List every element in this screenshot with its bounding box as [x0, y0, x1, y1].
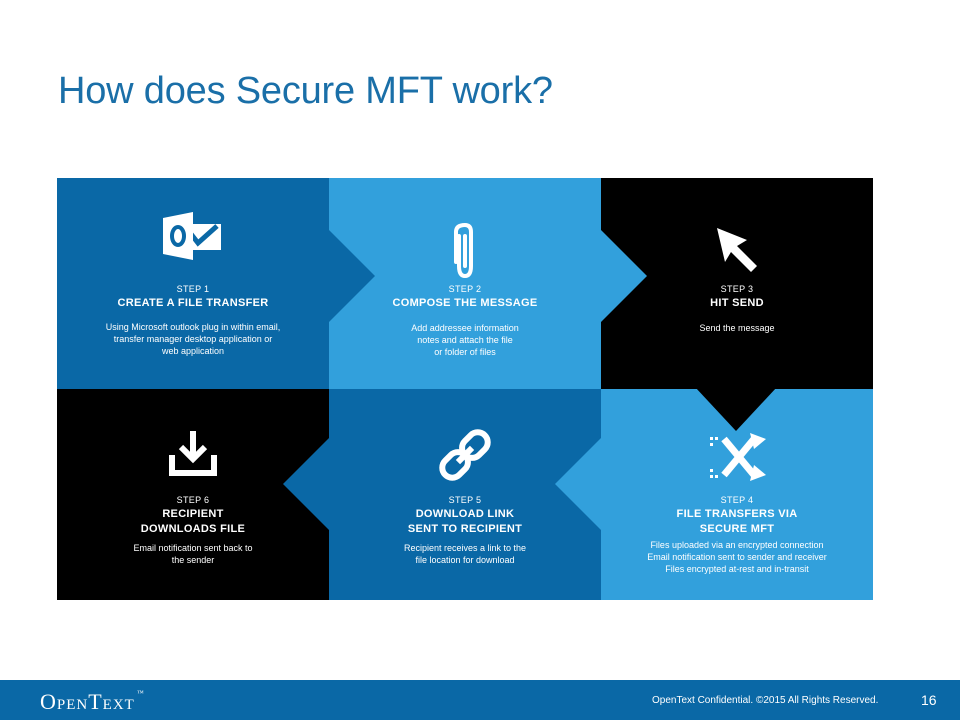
step1-content: STEP 1 CREATE A FILE TRANSFER Using Micr…	[57, 178, 329, 389]
step2-desc-line3: or folder of files	[434, 347, 496, 357]
shuffle-transfer-icon	[710, 433, 766, 481]
step5-heading-line2: SENT TO RECIPIENT	[407, 523, 523, 535]
step4-desc-line2: Email notification sent to sender and re…	[647, 552, 827, 562]
page-number: 16	[921, 692, 937, 708]
step2-desc-line2: notes and attach the file	[417, 335, 513, 345]
step5-heading: DOWNLOAD LINK SENT TO RECIPIENT	[329, 507, 601, 537]
step4-content: STEP 4 FILE TRANSFERS VIA SECURE MFT Fil…	[601, 389, 873, 600]
step2-heading: COMPOSE THE MESSAGE	[329, 296, 601, 311]
step1-description: Using Microsoft outlook plug in within e…	[83, 321, 303, 357]
step6-heading: RECIPIENT DOWNLOADS FILE	[57, 507, 329, 537]
step6-number: STEP 6	[176, 495, 210, 505]
step4-heading: FILE TRANSFERS VIA SECURE MFT	[601, 507, 873, 537]
step1-desc-line3: web application	[161, 346, 225, 356]
step3-heading-line1: HIT SEND	[710, 297, 764, 309]
step3-desc-line1: Send the message	[699, 323, 775, 333]
step5-content: STEP 5 DOWNLOAD LINK SENT TO RECIPIENT R…	[329, 389, 601, 600]
step6-heading-line2: DOWNLOADS FILE	[140, 523, 246, 535]
step4-number: STEP 4	[720, 495, 754, 505]
step5-number: STEP 5	[448, 495, 482, 505]
step6-desc-line1: Email notification sent back to	[133, 543, 253, 553]
step1-number: STEP 1	[176, 284, 210, 294]
logo-trademark: ™	[136, 689, 145, 697]
slide-title: How does Secure MFT work?	[58, 70, 553, 112]
step1-heading-line1: CREATE A FILE TRANSFER	[117, 297, 269, 309]
step3-content: STEP 3 HIT SEND Send the message	[601, 178, 873, 389]
download-icon	[169, 431, 217, 476]
step4-heading-line1: FILE TRANSFERS VIA	[676, 508, 798, 520]
step1-desc-line2: transfer manager desktop application or	[113, 334, 273, 344]
step5-desc-line1: Recipient receives a link to the	[403, 543, 527, 553]
paperclip-icon	[454, 222, 473, 279]
step2-description: Add addressee information notes and atta…	[355, 322, 575, 358]
step1-heading: CREATE A FILE TRANSFER	[57, 296, 329, 311]
process-grid: STEP 1 CREATE A FILE TRANSFER Using Micr…	[57, 178, 873, 600]
step2-number: STEP 2	[448, 284, 482, 294]
step5-description: Recipient receives a link to the file lo…	[355, 542, 575, 566]
step4-description: Files uploaded via an encrypted connecti…	[607, 539, 867, 575]
confidential-notice: OpenText Confidential. ©2015 All Rights …	[652, 695, 879, 706]
step6-desc-line2: the sender	[171, 555, 215, 565]
step3-description: Send the message	[627, 322, 847, 334]
step6-description: Email notification sent back to the send…	[83, 542, 303, 566]
step5-desc-line2: file location for download	[415, 555, 515, 565]
step4-desc-line3: Files encrypted at-rest and in-transit	[665, 564, 809, 574]
step3-number: STEP 3	[720, 284, 754, 294]
step6-heading-line1: RECIPIENT	[162, 508, 224, 520]
step3-heading: HIT SEND	[601, 296, 873, 311]
cursor-icon	[717, 228, 757, 272]
step1-desc-line1: Using Microsoft outlook plug in within e…	[105, 322, 281, 332]
step5-heading-line1: DOWNLOAD LINK	[415, 508, 515, 520]
logo-text: OpenText	[40, 689, 135, 714]
step2-content: STEP 2 COMPOSE THE MESSAGE Add addressee…	[329, 178, 601, 389]
outlook-icon	[163, 212, 221, 260]
step4-desc-line1: Files uploaded via an encrypted connecti…	[650, 540, 824, 550]
step4-heading-line2: SECURE MFT	[699, 523, 775, 535]
step2-heading-line1: COMPOSE THE MESSAGE	[392, 297, 538, 309]
step6-content: STEP 6 RECIPIENT DOWNLOADS FILE Email no…	[57, 389, 329, 600]
link-icon	[439, 429, 491, 481]
step2-desc-line1: Add addressee information	[411, 323, 519, 333]
